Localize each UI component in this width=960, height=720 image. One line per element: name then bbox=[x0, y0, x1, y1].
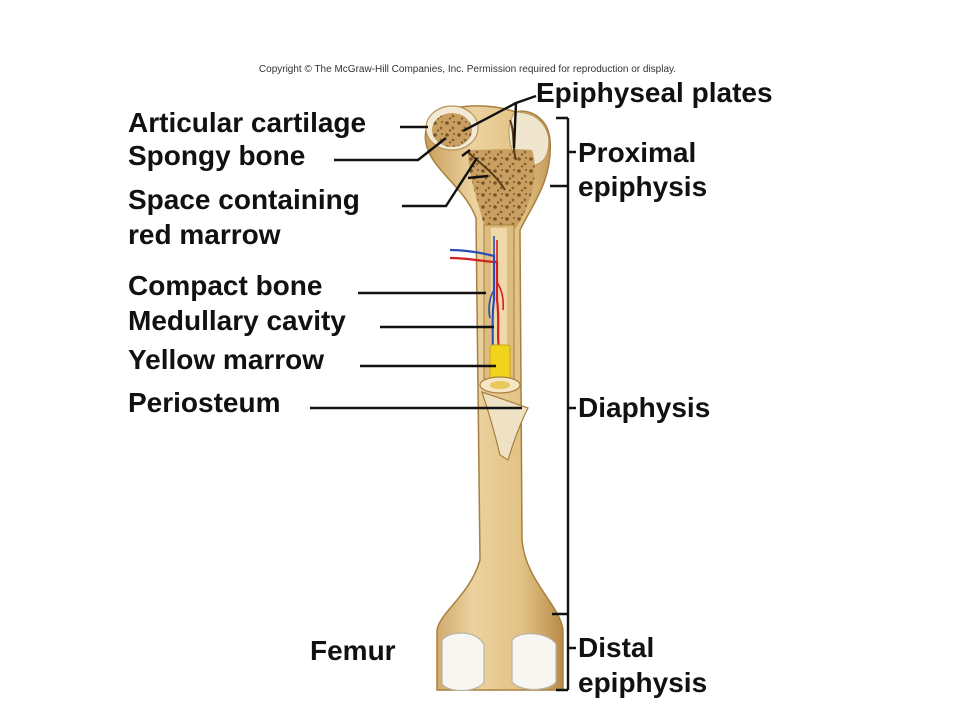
region-bracket bbox=[550, 116, 576, 692]
lateral-condyle-cartilage bbox=[511, 633, 557, 691]
leader-epiphyseal-plates bbox=[462, 94, 537, 149]
leader-spongy-bone bbox=[334, 137, 447, 162]
label-yellow-marrow: Yellow marrow bbox=[128, 344, 325, 375]
label-medullary-cavity: Medullary cavity bbox=[128, 305, 346, 336]
leader-red-marrow bbox=[402, 149, 489, 208]
vein-branch bbox=[488, 236, 495, 319]
label-epiphyseal-plates: Epiphyseal plates bbox=[536, 77, 773, 108]
label-proximal: Proximal bbox=[578, 137, 697, 168]
artery-branch bbox=[496, 240, 505, 311]
spongy-bone-head bbox=[432, 113, 472, 147]
label-diaphysis: Diaphysis bbox=[578, 392, 711, 423]
label-proximal-epiphysis: epiphysis bbox=[578, 171, 708, 202]
label-red-marrow: red marrow bbox=[128, 219, 281, 250]
label-distal: Distal bbox=[578, 632, 655, 663]
leader-lines bbox=[310, 94, 537, 410]
label-femur: Femur bbox=[310, 635, 396, 666]
label-space-containing: Space containing bbox=[128, 184, 360, 215]
label-periosteum: Periosteum bbox=[128, 387, 281, 418]
vein-vessel bbox=[449, 248, 496, 356]
cut-cross-section-inner bbox=[490, 381, 510, 389]
label-articular-cartilage: Articular cartilage bbox=[128, 107, 367, 138]
label-distal-epiphysis: epiphysis bbox=[578, 667, 708, 698]
bracket-pointers bbox=[568, 150, 576, 650]
medial-condyle-cartilage bbox=[441, 632, 485, 692]
proximal-spongy-region bbox=[468, 149, 535, 235]
epiphyseal-line-neck bbox=[467, 151, 506, 191]
label-compact-bone: Compact bone bbox=[128, 270, 323, 301]
artery-vessel bbox=[449, 256, 502, 360]
bracket-ticks bbox=[550, 116, 568, 692]
label-spongy-bone: Spongy bone bbox=[128, 140, 306, 171]
copyright-notice: Copyright © The McGraw-Hill Companies, I… bbox=[258, 64, 677, 75]
